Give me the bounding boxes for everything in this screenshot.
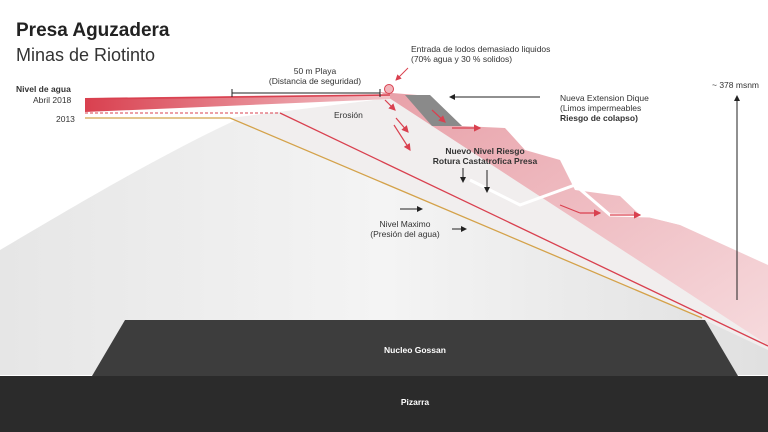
beach-label: 50 m Playa (Distancia de seguridad) xyxy=(250,66,380,86)
bedrock xyxy=(0,376,768,432)
phreatic-line xyxy=(279,112,768,347)
inflow-line1: Entrada de lodos demasiado liquidos xyxy=(411,44,551,54)
crack-line xyxy=(469,178,701,230)
inflow-point xyxy=(384,84,394,94)
max-level-label: Nivel Maximo (Presión del agua) xyxy=(360,219,450,239)
max-level-line2: (Presión del agua) xyxy=(370,229,440,239)
tailings-mound xyxy=(0,98,768,375)
gossan-core xyxy=(92,320,738,376)
max-level-line1: Nivel Maximo xyxy=(379,219,431,229)
core-label: Nucleo Gossan xyxy=(384,345,446,355)
dike-line2: (Limos impermeables xyxy=(560,103,642,113)
dike-line1: Nueva Extension Dique xyxy=(560,93,649,103)
risk-label: Nuevo Nivel Riesgo Rotura Castatrofica P… xyxy=(420,146,550,166)
risk-line1: Nuevo Nivel Riesgo xyxy=(445,146,525,156)
dike-line3: Riesgo de colapso) xyxy=(560,113,638,123)
beach-line1: 50 m Playa xyxy=(293,66,337,76)
bedrock-label: Pizarra xyxy=(400,397,430,407)
water-level-2018-label: Abril 2018 xyxy=(33,95,72,105)
inflow-label: Entrada de lodos demasiado liquidos (70%… xyxy=(411,44,550,64)
diagram-subtitle: Minas de Riotinto xyxy=(16,45,156,65)
inflow-line2: (70% agua y 30 % solidos) xyxy=(411,54,513,64)
water-level-2013-label: 2013 xyxy=(56,114,75,124)
risk-line2: Rotura Castatrofica Presa xyxy=(432,156,538,166)
new-dike-extension xyxy=(405,95,462,126)
elevation-label: ~ 378 msnm xyxy=(712,80,760,90)
erosion-label: Erosión xyxy=(334,110,363,120)
inner-fill xyxy=(230,98,768,350)
diagram-title: Presa Aguzadera xyxy=(16,20,170,41)
dam-embankment xyxy=(380,92,768,345)
tailings-2013-line xyxy=(85,117,703,319)
water-level-label: Nivel de agua xyxy=(16,84,71,94)
beach-line2: (Distancia de seguridad) xyxy=(268,76,362,86)
dike-label: Nueva Extension Dique (Limos impermeable… xyxy=(560,93,649,123)
flow-arrows xyxy=(384,99,642,219)
